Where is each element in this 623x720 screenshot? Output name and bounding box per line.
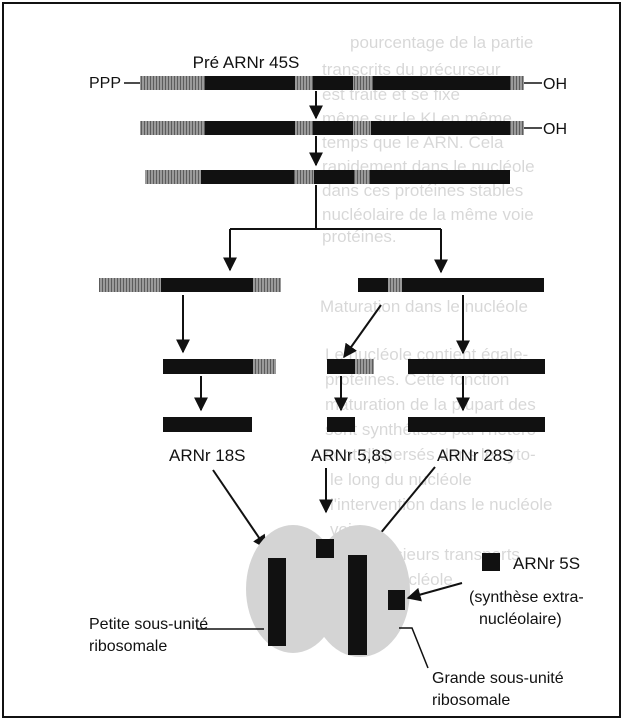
- label-petite-line-2: ribosomale: [89, 638, 167, 655]
- intermediate-58s-bar: [327, 359, 374, 374]
- background-text-line: dans ces protéines stables: [322, 181, 523, 200]
- intermediate-18s-bar: [163, 359, 276, 374]
- arrow-5s-to-ribosome: [406, 582, 463, 602]
- oh-label-1: OH: [543, 76, 567, 93]
- ribosome-5s-rrna: [388, 590, 405, 610]
- background-text-line: nucléolaire de la même voie: [322, 205, 534, 224]
- ribosome: [246, 525, 410, 657]
- background-text-line: l'intervention dans le nucléole: [330, 495, 553, 514]
- ribosome-18s-rrna: [268, 558, 286, 646]
- arrow-18s-to-ribosome: [212, 469, 267, 550]
- background-text-line: le long du nucléole: [330, 470, 472, 489]
- background-text-line: maturation de la plupart des: [325, 395, 536, 414]
- background-text-line: sont dispersés dans le cyto-: [325, 445, 536, 464]
- mature-58s-bar: [327, 417, 355, 432]
- background-text-line: transcrits du précurseur: [322, 60, 501, 79]
- intermediate-1-bar: [140, 121, 524, 135]
- precursor-45s-bar: [140, 76, 524, 90]
- ribosome-28s-rrna: [348, 555, 367, 655]
- pointer-grande: [399, 627, 429, 669]
- ppp-label: PPP: [89, 75, 121, 92]
- arrow-58s-step: [343, 304, 382, 359]
- synthese-line-1: (synthèse extra-: [469, 589, 584, 606]
- label-arnr-28s: ARNr 28S: [437, 446, 514, 465]
- intermediate-28s-bar: [408, 359, 545, 374]
- diagram-title: Pré ARNr 45S: [193, 53, 300, 72]
- label-grande-line-1: Grande sous-unité: [432, 670, 564, 687]
- intermediate-2-bar: [145, 170, 510, 184]
- mature-18s-bar: [163, 417, 252, 432]
- oh-label-2: OH: [543, 121, 567, 138]
- label-arnr-58s: ARNr 5,8S: [311, 446, 392, 465]
- precursor-32s-bar: [358, 278, 544, 292]
- split-connector: [230, 185, 441, 230]
- ribosome-58s-rrna: [316, 539, 334, 558]
- background-text-line: protéines.: [322, 227, 397, 246]
- label-grande-line-2: ribosomale: [432, 692, 510, 709]
- background-text-line: pourcentage de la partie: [350, 33, 533, 52]
- synthese-line-2: nucléolaire): [479, 611, 562, 628]
- background-text-line: Maturation dans le nucléole: [320, 297, 528, 316]
- arnr-5s-legend-square: [482, 553, 500, 571]
- label-petite-line-1: Petite sous-unité: [89, 616, 208, 633]
- precursor-18s-bar: [99, 278, 281, 292]
- mature-28s-bar: [408, 417, 545, 432]
- label-arnr-5s: ARNr 5S: [513, 554, 580, 573]
- background-text-line: temps que le ARN. Cela: [322, 133, 504, 152]
- label-arnr-18s: ARNr 18S: [169, 446, 246, 465]
